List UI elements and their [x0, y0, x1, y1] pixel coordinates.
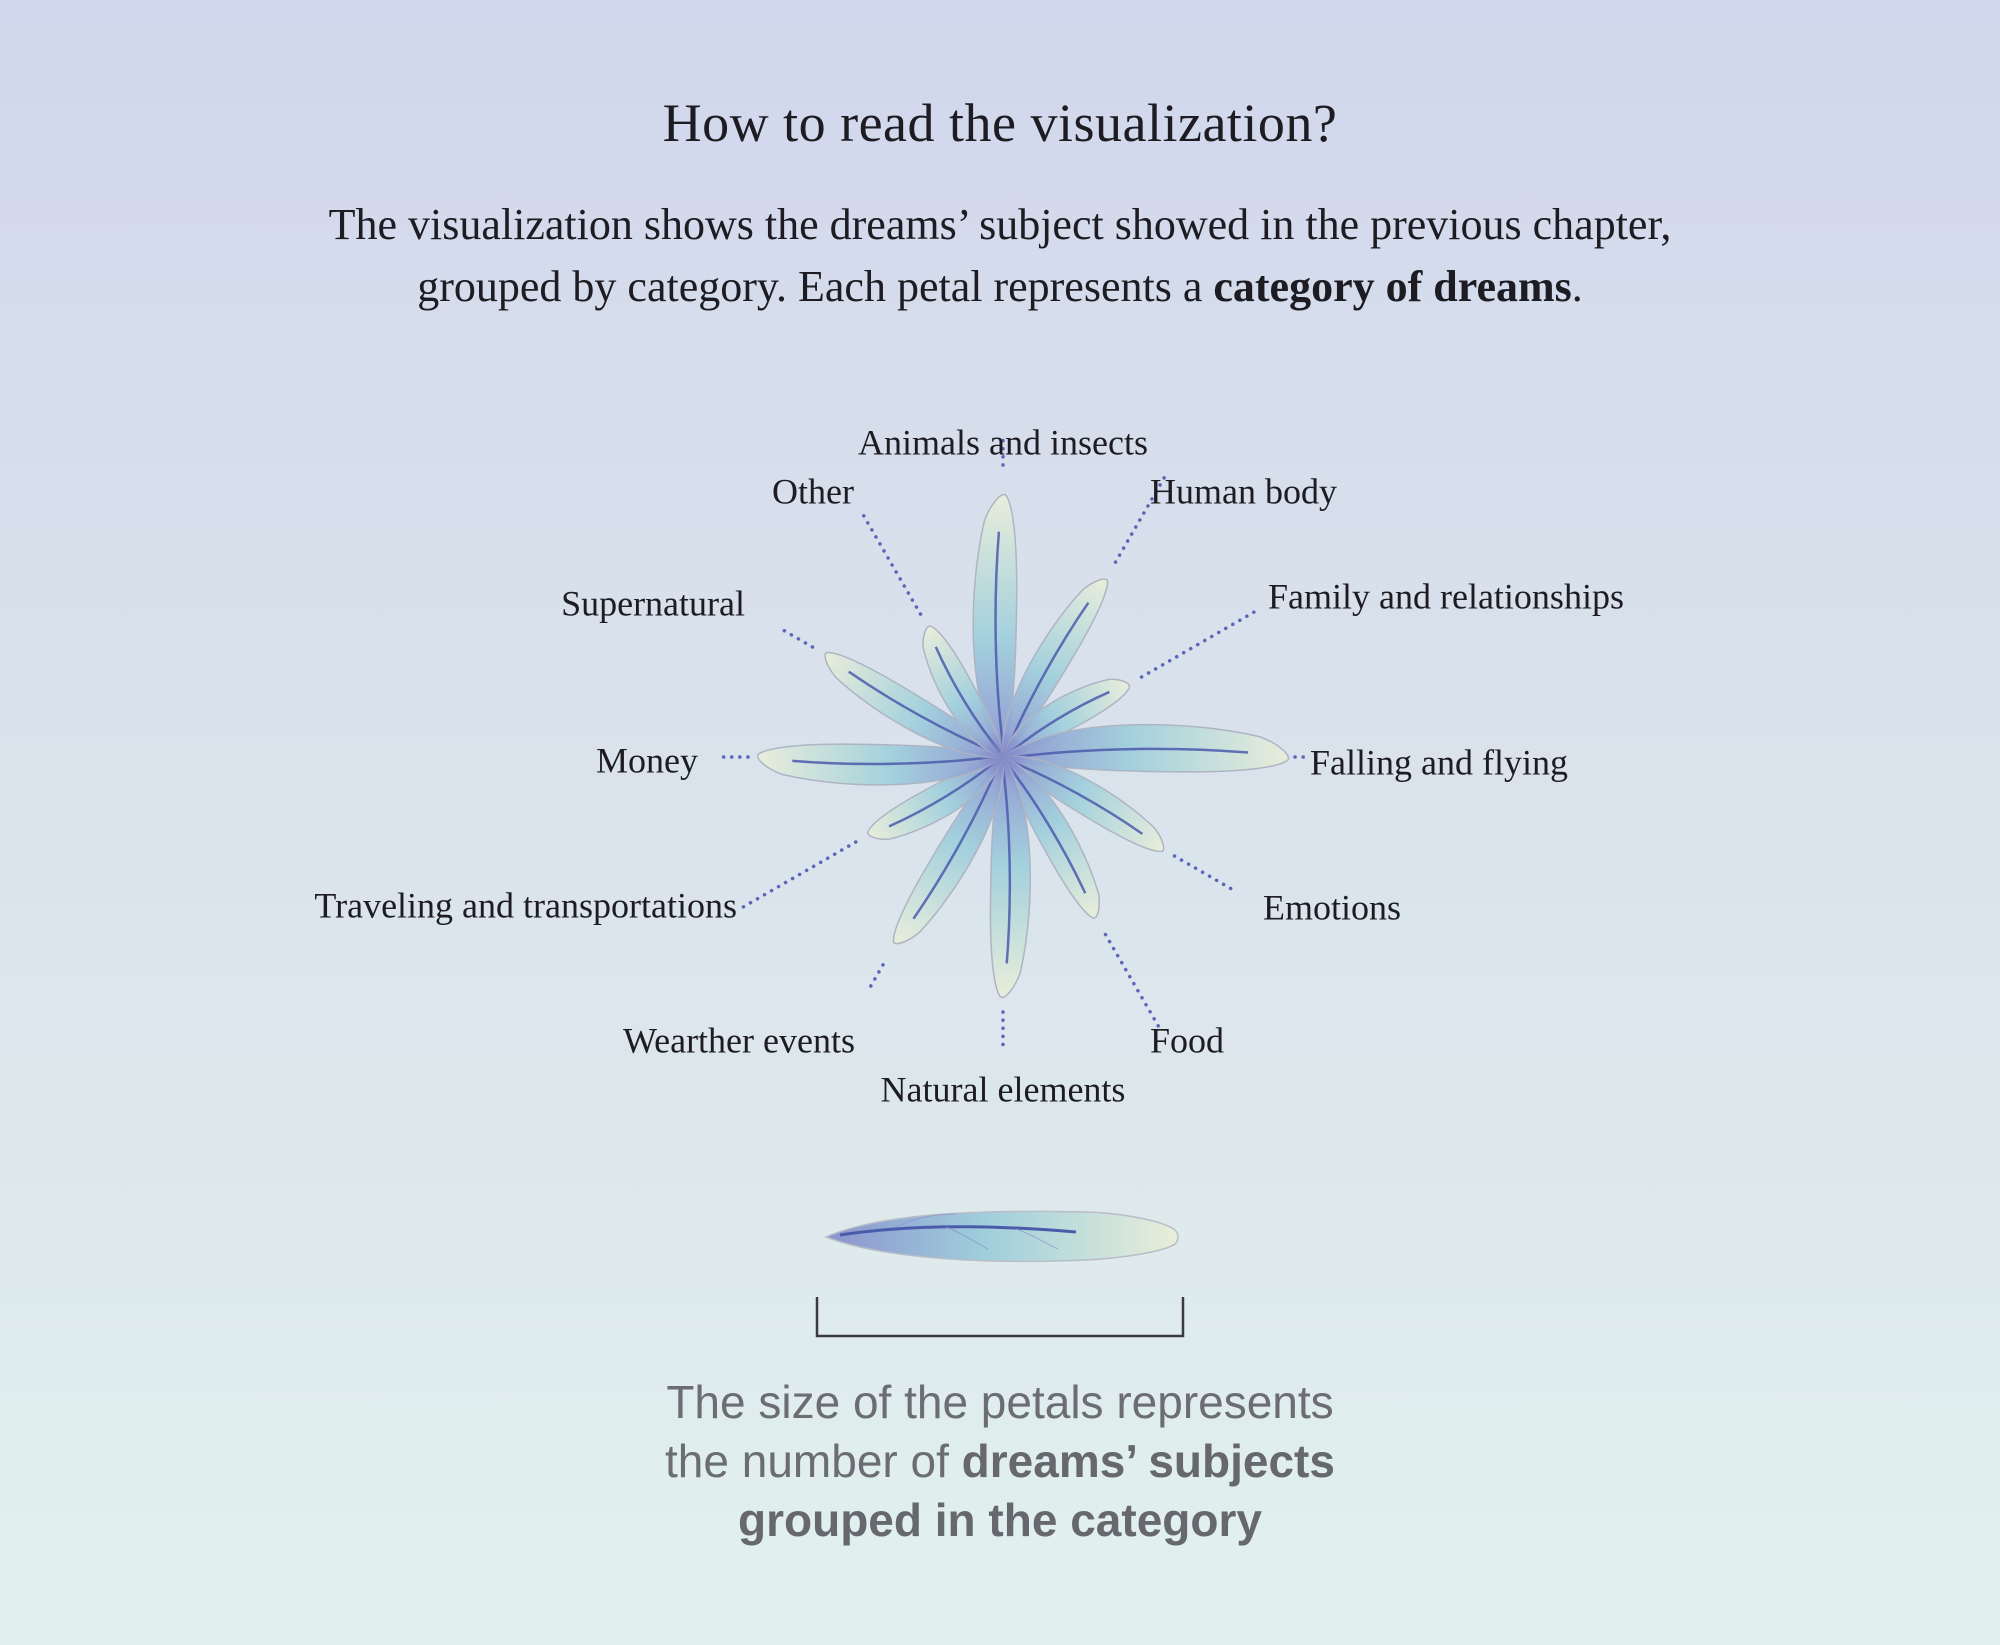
- legend-caption: The size of the petals represents the nu…: [0, 1373, 2000, 1550]
- leader-wearther-events: [868, 963, 885, 989]
- page-title: How to read the visualization?: [662, 93, 1338, 153]
- caption-line-1: The size of the petals represents: [666, 1376, 1334, 1428]
- label-traveling-and-transportations: Traveling and transportations: [314, 885, 737, 925]
- intro-line-2-prefix: grouped by category. Each petal represen…: [417, 262, 1214, 311]
- caption-line-2-prefix: the number of: [665, 1435, 962, 1487]
- petal-animals-and-insects: [972, 493, 1018, 759]
- petal-supernatural: [824, 651, 1005, 759]
- intro-line-2-bold: category of dreams: [1213, 262, 1572, 311]
- flower-core: [977, 731, 1029, 783]
- leader-traveling-and-transportations: [741, 840, 858, 909]
- label-wearther-events: Wearther events: [623, 1020, 855, 1060]
- intro-line-2-suffix: .: [1571, 262, 1583, 311]
- label-supernatural: Supernatural: [561, 583, 745, 623]
- caption-line-3-bold: grouped in the category: [738, 1494, 1262, 1546]
- label-human-body: Human body: [1150, 471, 1337, 511]
- leader-human-body: [1113, 469, 1170, 564]
- petal-money: [756, 743, 1005, 786]
- leader-lines: [716, 435, 1310, 1051]
- leader-family-and-relationships: [1139, 607, 1261, 679]
- leader-food: [1103, 932, 1163, 1032]
- label-money: Money: [596, 740, 698, 780]
- leader-supernatural: [776, 625, 815, 649]
- petal-natural-elements: [989, 755, 1031, 999]
- label-falling-and-flying: Falling and flying: [1310, 742, 1568, 782]
- leader-emotions: [1172, 854, 1239, 894]
- label-food: Food: [1150, 1020, 1224, 1060]
- petal-wearther-events: [892, 755, 1005, 945]
- caption-line-2-bold: dreams’ subjects: [961, 1435, 1335, 1487]
- label-family-and-relationships: Family and relationships: [1268, 576, 1624, 616]
- intro-text: The visualization shows the dreams’ subj…: [180, 194, 1820, 318]
- label-emotions: Emotions: [1263, 887, 1401, 927]
- legend-petal: [824, 1210, 1179, 1263]
- legend-bracket: [815, 1297, 1185, 1338]
- petal-falling-and-flying: [1001, 723, 1290, 773]
- intro-line-1: The visualization shows the dreams’ subj…: [328, 200, 1672, 249]
- petals: [756, 493, 1290, 999]
- label-animals-and-insects: Animals and insects: [858, 422, 1148, 462]
- leader-other: [858, 508, 923, 616]
- label-natural-elements: Natural elements: [881, 1069, 1126, 1109]
- label-other: Other: [772, 471, 854, 511]
